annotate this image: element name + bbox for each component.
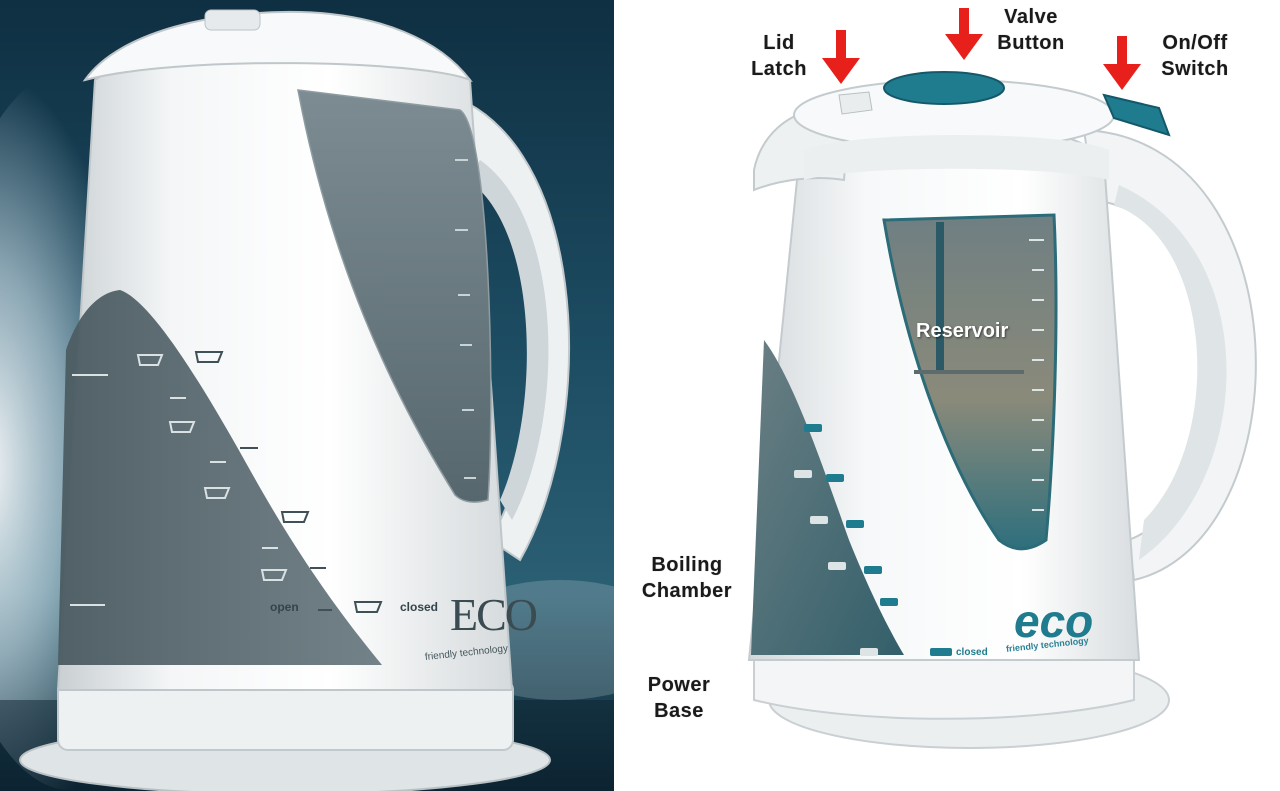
left-kettle-photo: open closed ECO friendly technology bbox=[0, 0, 614, 791]
valve-open-label: open bbox=[270, 600, 299, 614]
callout-boiling-chamber-line1: Boiling bbox=[651, 554, 723, 576]
lid-latch-arrow bbox=[822, 30, 860, 84]
cup-markings bbox=[136, 354, 288, 581]
callout-power-base-line2: Base bbox=[654, 700, 704, 722]
valve-button bbox=[883, 71, 1005, 105]
left-kettle-illustration bbox=[0, 0, 614, 791]
on-off-switch bbox=[1102, 93, 1171, 137]
callout-valve-button: Valve Button bbox=[986, 4, 1076, 56]
callout-power-base-line1: Power bbox=[647, 674, 711, 696]
callout-on-off-switch-line2: Switch bbox=[1161, 58, 1229, 80]
reservoir-scale bbox=[1029, 239, 1044, 511]
reservoir-label: Reservoir bbox=[916, 320, 1009, 342]
callout-valve-button-line2: Button bbox=[997, 32, 1065, 54]
lid-latch bbox=[838, 91, 873, 115]
callout-lid-latch-line2: Latch bbox=[751, 58, 807, 80]
valve-closed-label: closed bbox=[400, 600, 439, 614]
callout-arrows bbox=[822, 8, 1141, 90]
valve-closed-label: closed bbox=[956, 647, 988, 658]
valve-button-arrow bbox=[945, 8, 983, 60]
callout-power-base: Power Base bbox=[634, 672, 724, 724]
eco-logo: eco bbox=[1014, 595, 1094, 647]
boiling-chamber bbox=[58, 290, 382, 665]
callout-boiling-chamber: Boiling Chamber bbox=[632, 552, 742, 604]
on-off-switch-arrow bbox=[1103, 36, 1141, 90]
callout-valve-button-line1: Valve bbox=[1004, 6, 1058, 28]
eco-logo: ECO bbox=[450, 589, 538, 640]
right-kettle-illustration bbox=[747, 8, 1257, 749]
right-kettle-diagram: Lid Latch Valve Button On/Off Switch Boi… bbox=[614, 0, 1280, 791]
callout-lid-latch: Lid Latch bbox=[744, 30, 814, 82]
callout-boiling-chamber-line2: Chamber bbox=[641, 580, 733, 602]
reservoir-window bbox=[297, 89, 492, 503]
callout-on-off-switch: On/Off Switch bbox=[1150, 30, 1240, 82]
callout-lid-latch-line1: Lid bbox=[763, 32, 795, 54]
boiling-chamber bbox=[751, 340, 904, 655]
lid bbox=[82, 10, 473, 83]
callout-on-off-switch-line1: On/Off bbox=[1162, 32, 1228, 54]
reservoir-scale bbox=[455, 159, 476, 479]
reservoir-window bbox=[882, 213, 1058, 551]
cup-markings bbox=[804, 424, 952, 656]
